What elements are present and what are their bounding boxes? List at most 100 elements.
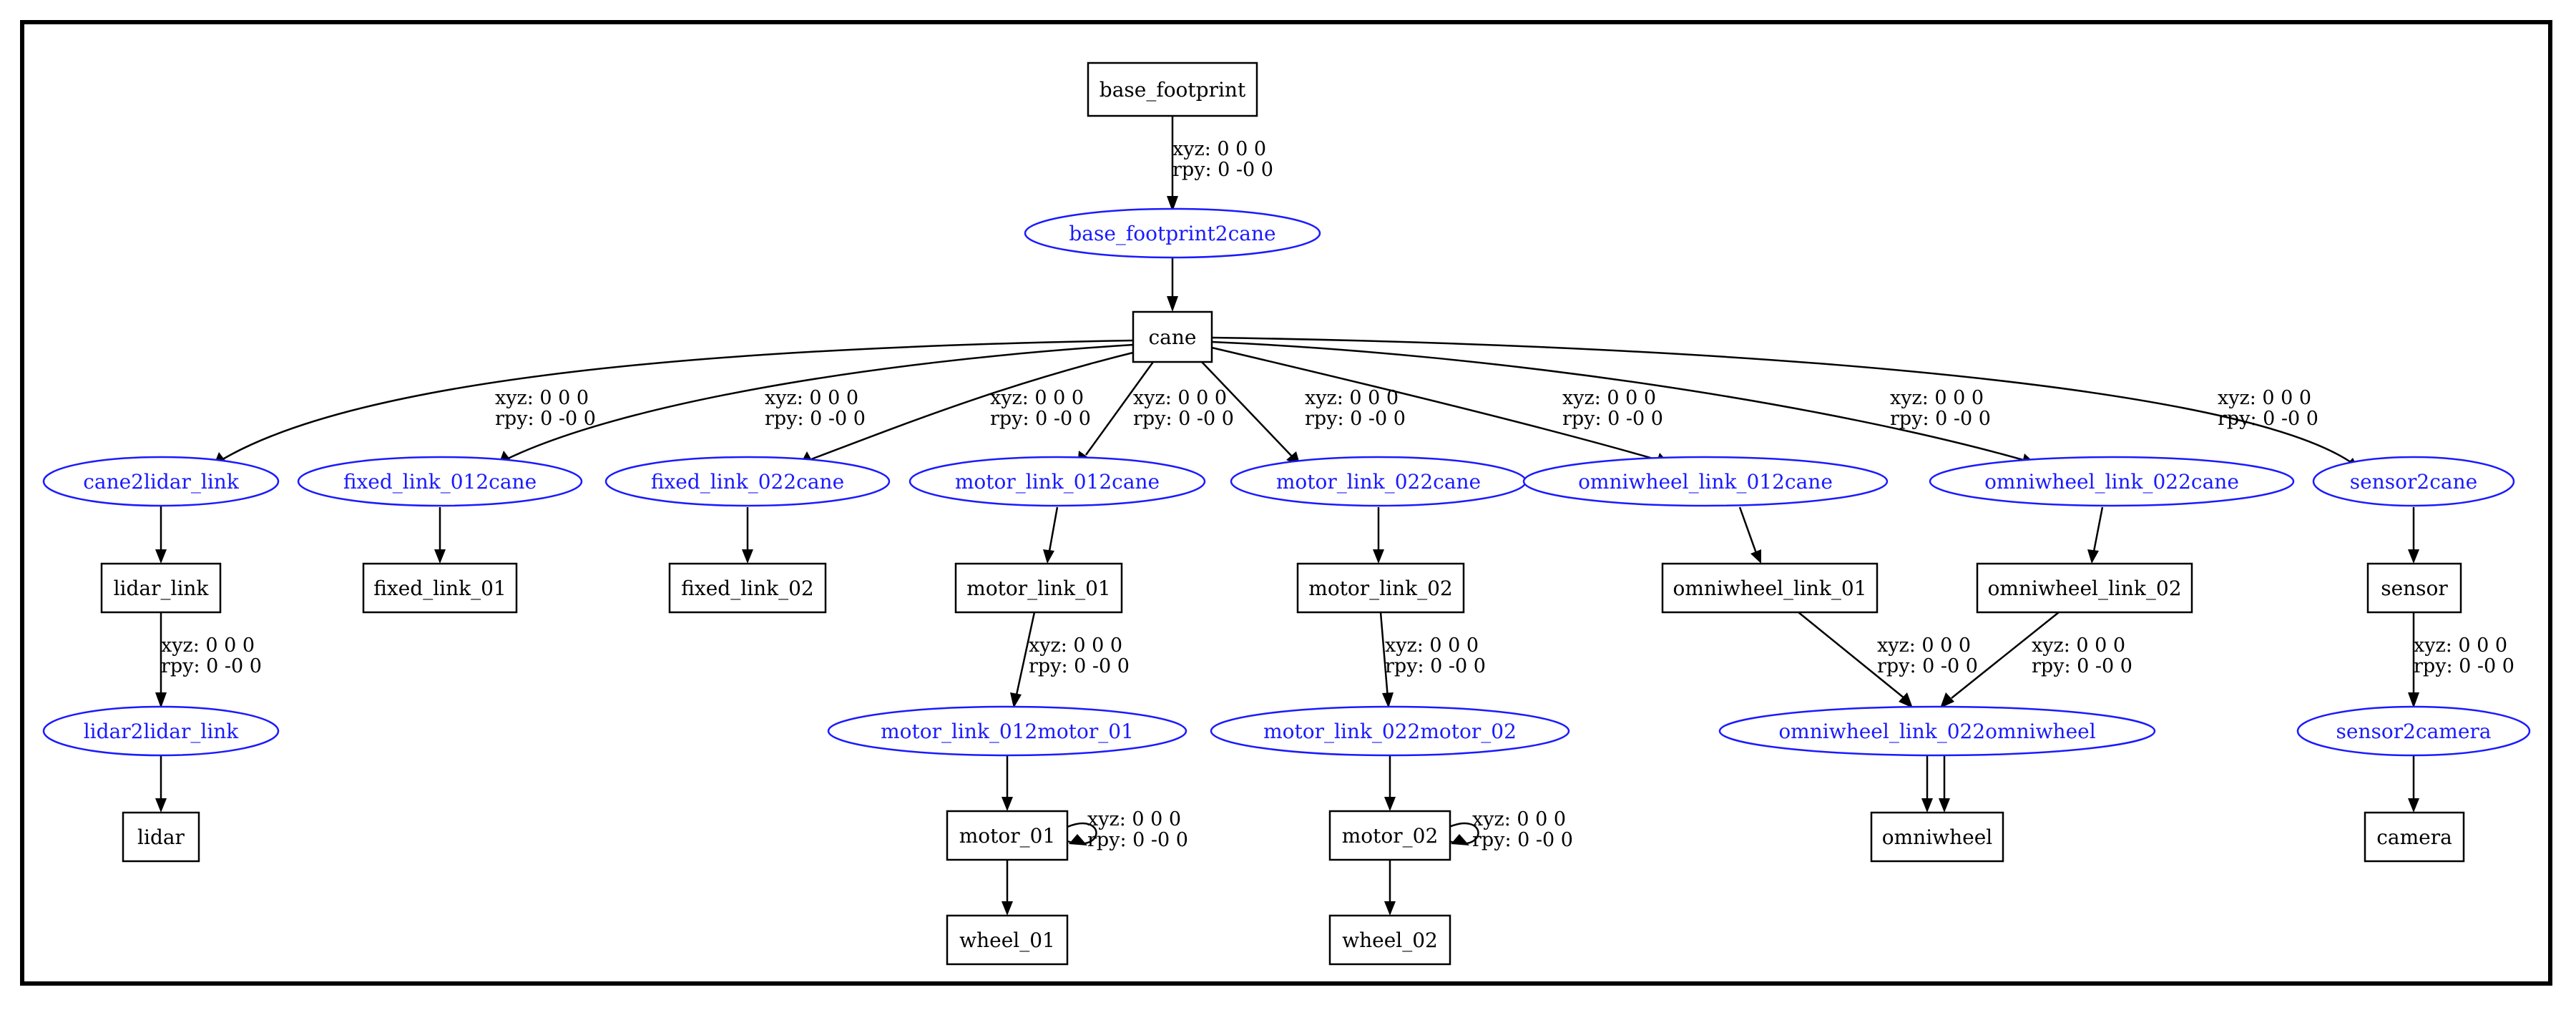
joint-label: motor_link_012motor_01: [881, 720, 1134, 743]
edge-label-xyz: xyz: 0 0 0: [1890, 387, 1984, 409]
joint-label: sensor2cane: [2350, 470, 2477, 494]
joint-label: cane2lidar_link: [83, 470, 240, 494]
link-node-omniwheel[interactable]: omniwheel: [1870, 811, 2004, 863]
joint-node-lidar2lidar-link[interactable]: lidar2lidar_link: [42, 705, 280, 757]
joint-label: omniwheel_link_022cane: [1984, 470, 2239, 494]
urdf-tree-diagram: xyz: 0 0 0 rpy: 0 -0 0 xyz: 0 0 0 rpy: 0…: [42, 62, 2531, 966]
edge-label-xyz: xyz: 0 0 0: [1133, 387, 1227, 409]
link-node-camera[interactable]: camera: [2364, 811, 2465, 863]
edge-cane-to-sensor2cane: [1211, 336, 2351, 464]
link-label: motor_02: [1342, 824, 1439, 848]
link-label: fixed_link_02: [681, 577, 814, 600]
joint-node-motor-link-012cane[interactable]: motor_link_012cane: [909, 456, 1206, 507]
edge-label-rpy: rpy: 0 -0 0: [1133, 408, 1234, 430]
link-node-sensor[interactable]: sensor: [2366, 562, 2462, 614]
diagram-frame: xyz: 0 0 0 rpy: 0 -0 0 xyz: 0 0 0 rpy: 0…: [20, 20, 2552, 986]
edge-label-xyz: xyz: 0 0 0: [765, 387, 858, 409]
joint-label: fixed_link_022cane: [651, 470, 844, 494]
edge-label-xyz: xyz: 0 0 0: [1305, 387, 1399, 409]
edge-label-xyz: xyz: 0 0 0: [2032, 634, 2125, 657]
link-label: omniwheel: [1882, 825, 1993, 849]
link-node-motor-link-01[interactable]: motor_link_01: [954, 562, 1123, 614]
joint-node-sensor2camera[interactable]: sensor2camera: [2296, 705, 2531, 757]
edge-motorlink01-to-motor01joint: [1014, 612, 1036, 699]
joint-label: fixed_link_012cane: [343, 470, 537, 494]
link-node-wheel-02[interactable]: wheel_02: [1328, 914, 1451, 966]
edge-label-rpy: rpy: 0 -0 0: [2414, 655, 2514, 677]
edge-omnilink01-to-omnijoint: [1798, 612, 1905, 699]
edge-cane-to-omni02: [1211, 340, 2027, 462]
joint-node-motor-link-022cane[interactable]: motor_link_022cane: [1230, 456, 1527, 507]
joint-label: omniwheel_link_022omniwheel: [1778, 720, 2095, 743]
edge-label-xyz: xyz: 0 0 0: [161, 634, 255, 657]
link-label: camera: [2376, 825, 2452, 849]
link-label: motor_link_01: [966, 577, 1110, 600]
link-node-motor-01[interactable]: motor_01: [946, 810, 1069, 861]
joint-label: sensor2camera: [2336, 720, 2492, 743]
link-nodes: base_footprint cane lidar_link lidar fix…: [100, 62, 2465, 966]
link-node-fixed-link-01[interactable]: fixed_link_01: [362, 562, 518, 614]
edge-label-xyz: xyz: 0 0 0: [990, 387, 1084, 409]
edge-cane-to-cane2lidar: [220, 339, 1134, 462]
edge-label-xyz: xyz: 0 0 0: [1087, 808, 1181, 830]
link-node-omniwheel-link-01[interactable]: omniwheel_link_01: [1661, 562, 1879, 614]
edge-label-xyz: xyz: 0 0 0: [1877, 634, 1971, 657]
edge-label-xyz: xyz: 0 0 0: [2414, 634, 2507, 657]
edge-label-xyz: xyz: 0 0 0: [1172, 138, 1266, 160]
link-label: omniwheel_link_01: [1673, 577, 1866, 600]
joint-node-motor-link-012motor-01[interactable]: motor_link_012motor_01: [827, 705, 1187, 757]
link-label: lidar_link: [114, 577, 210, 600]
link-node-lidar[interactable]: lidar: [122, 811, 200, 863]
edge-label-rpy: rpy: 0 -0 0: [2218, 408, 2318, 430]
edge-motorlink01joint-to-motorlink01: [1047, 506, 1059, 556]
edge-cane-to-fixed02: [810, 349, 1142, 461]
edge-label-rpy: rpy: 0 -0 0: [765, 408, 866, 430]
edge-label-rpy: rpy: 0 -0 0: [161, 655, 262, 677]
edge-label-xyz: xyz: 0 0 0: [1472, 808, 1566, 830]
link-node-base-footprint[interactable]: base_footprint: [1087, 62, 1258, 117]
joint-node-fixed-link-012cane[interactable]: fixed_link_012cane: [297, 456, 583, 507]
edge-omnilink02-to-omnijoint: [1951, 612, 2060, 699]
edge-label-rpy: rpy: 0 -0 0: [990, 408, 1091, 430]
joint-node-cane2lidar-link[interactable]: cane2lidar_link: [42, 456, 280, 507]
edge-cane-to-motorlink01: [1084, 361, 1155, 456]
edge-label-rpy: rpy: 0 -0 0: [1877, 655, 1978, 677]
joint-node-omniwheel-link-022omniwheel[interactable]: omniwheel_link_022omniwheel: [1718, 705, 2156, 757]
joint-node-motor-link-022motor-02[interactable]: motor_link_022motor_02: [1210, 705, 1570, 757]
link-node-lidar-link[interactable]: lidar_link: [100, 562, 222, 614]
joint-node-omniwheel-link-012cane[interactable]: omniwheel_link_012cane: [1522, 456, 1889, 507]
link-node-motor-link-02[interactable]: motor_link_02: [1296, 562, 1465, 614]
joint-node-omniwheel-link-022cane[interactable]: omniwheel_link_022cane: [1929, 456, 2295, 507]
edge-label-rpy: rpy: 0 -0 0: [1562, 408, 1663, 430]
link-node-wheel-01[interactable]: wheel_01: [946, 914, 1069, 966]
joint-node-base-footprint2cane[interactable]: base_footprint2cane: [1024, 207, 1321, 259]
joint-label: lidar2lidar_link: [84, 720, 240, 743]
link-node-omniwheel-link-02[interactable]: omniwheel_link_02: [1976, 562, 2193, 614]
edge-label-rpy: rpy: 0 -0 0: [495, 408, 596, 430]
link-label: sensor: [2381, 577, 2448, 600]
edge-motorlink02-to-motor02joint: [1379, 612, 1389, 699]
joint-label: motor_link_022cane: [1276, 470, 1481, 494]
link-label: omniwheel_link_02: [1987, 577, 2181, 600]
link-node-fixed-link-02[interactable]: fixed_link_02: [668, 562, 827, 614]
edge-label-rpy: rpy: 0 -0 0: [1890, 408, 1991, 430]
link-node-motor-02[interactable]: motor_02: [1328, 810, 1451, 861]
edge-cane-to-motorlink02: [1201, 361, 1293, 457]
link-label: lidar: [137, 825, 185, 849]
joint-node-sensor2cane[interactable]: sensor2cane: [2312, 456, 2515, 507]
link-label: base_footprint: [1100, 78, 1246, 102]
joint-label: motor_link_012cane: [955, 470, 1160, 494]
edge-cane-to-omni01: [1211, 346, 1661, 462]
edge-label-rpy: rpy: 0 -0 0: [1385, 655, 1486, 677]
joint-label: omniwheel_link_012cane: [1578, 470, 1833, 494]
edge-omni02joint-to-omnilink02: [2092, 506, 2104, 556]
link-label: wheel_01: [959, 928, 1055, 952]
link-node-cane[interactable]: cane: [1132, 310, 1213, 363]
joint-node-fixed-link-022cane[interactable]: fixed_link_022cane: [604, 456, 891, 507]
edge-label-rpy: rpy: 0 -0 0: [2032, 655, 2132, 677]
joint-label: base_footprint2cane: [1069, 222, 1275, 245]
link-label: motor_link_02: [1308, 577, 1452, 600]
link-label: fixed_link_01: [373, 577, 506, 600]
edge-cane-to-fixed01: [506, 343, 1134, 461]
edge-label-rpy: rpy: 0 -0 0: [1172, 159, 1273, 181]
